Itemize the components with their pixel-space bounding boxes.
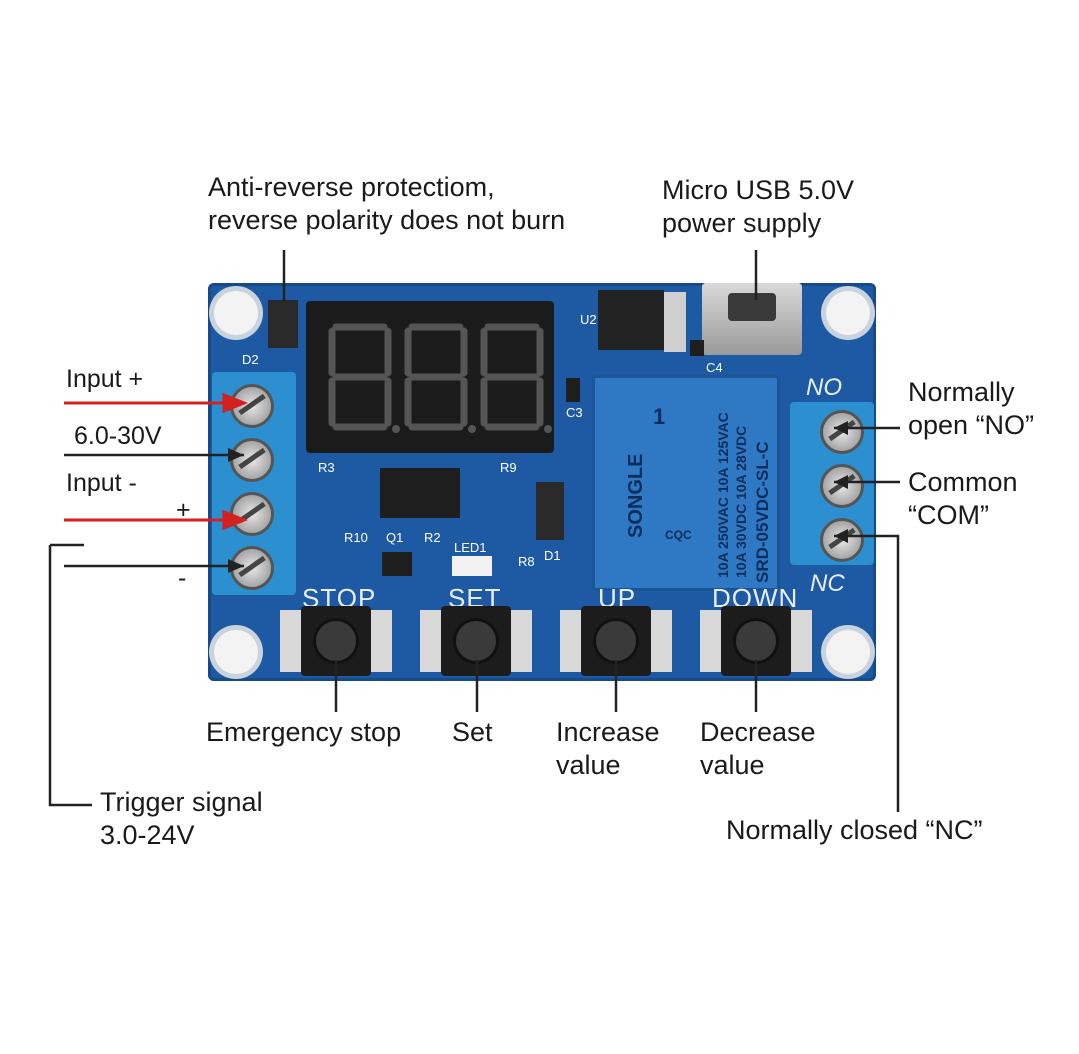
silk-d1: D1 xyxy=(544,548,561,563)
silk-u2: U2 xyxy=(580,312,597,327)
mounting-hole xyxy=(826,630,870,674)
callout-set: Set xyxy=(452,717,493,747)
arrowhead-trigger xyxy=(228,559,244,573)
arrowhead-nc xyxy=(834,529,848,543)
silk-r2: R2 xyxy=(424,530,441,545)
callout-micro-usb: Micro USB 5.0V power supply xyxy=(662,175,855,238)
silk-r10: R10 xyxy=(344,530,368,545)
regulator-u2 xyxy=(598,290,664,350)
silk-c3: C3 xyxy=(566,405,583,420)
leader-nc xyxy=(834,534,900,812)
mounting-hole xyxy=(214,630,258,674)
set-button[interactable] xyxy=(441,606,511,676)
callout-emergency-stop: Emergency stop xyxy=(206,717,402,747)
leader-trigger-bracket xyxy=(48,545,92,807)
silk-q1: Q1 xyxy=(386,530,404,545)
terminal-label-nc: NC xyxy=(810,570,845,597)
callout-voltage-range: 6.0-30V xyxy=(74,422,162,450)
capacitor-c3 xyxy=(566,378,580,402)
callout-minus-sign: - xyxy=(178,564,187,592)
callout-input-minus: Input - xyxy=(66,469,137,497)
diode-d2 xyxy=(268,300,298,348)
silk-led1: LED1 xyxy=(454,540,487,555)
down-button[interactable] xyxy=(721,606,791,676)
terminal-label-no: NO xyxy=(806,374,842,401)
arrowhead-6-30v xyxy=(228,448,244,462)
callout-decrease-value: Decrease value xyxy=(700,717,816,780)
callout-normally-closed: Normally closed “NC” xyxy=(726,815,983,845)
arrowhead-input-minus xyxy=(222,509,249,531)
capacitor-c4 xyxy=(690,340,704,356)
callout-trigger-signal: Trigger signal 3.0-24V xyxy=(100,787,263,850)
led-indicator xyxy=(452,556,492,576)
mounting-hole xyxy=(214,291,258,335)
callout-input-plus: Input + xyxy=(66,365,144,393)
seven-segment-display xyxy=(306,301,554,453)
silk-d2: D2 xyxy=(242,352,259,367)
arrowhead-no xyxy=(834,421,848,435)
optocoupler xyxy=(380,468,460,518)
arrowhead-input-plus xyxy=(222,392,249,414)
callout-increase-value: Increase value xyxy=(556,717,660,780)
silk-r3: R3 xyxy=(318,460,335,475)
mounting-hole xyxy=(826,291,870,335)
relay-number: 1 xyxy=(653,404,666,429)
callout-normally-open: Normally open “NO” xyxy=(908,377,1035,440)
transistor-q1 xyxy=(382,552,412,576)
micro-usb-port xyxy=(702,283,802,355)
relay-cqc: CQC xyxy=(665,528,692,542)
silk-r8: R8 xyxy=(518,554,535,569)
relay: SONGLE 1 10A 250VAC 10A 125VAC 10A 30VDC… xyxy=(592,375,780,591)
display-digits-graphic xyxy=(328,323,552,433)
callout-common: Common “COM” xyxy=(908,467,1018,530)
regulator-tab xyxy=(664,292,686,352)
silk-c4: C4 xyxy=(706,360,723,375)
diode-d1 xyxy=(536,482,564,540)
silk-r9: R9 xyxy=(500,460,517,475)
callout-plus-sign: + xyxy=(176,496,191,524)
callout-anti-reverse: Anti-reverse protectiom, reverse polarit… xyxy=(208,172,566,235)
arrowhead-com xyxy=(834,475,848,489)
